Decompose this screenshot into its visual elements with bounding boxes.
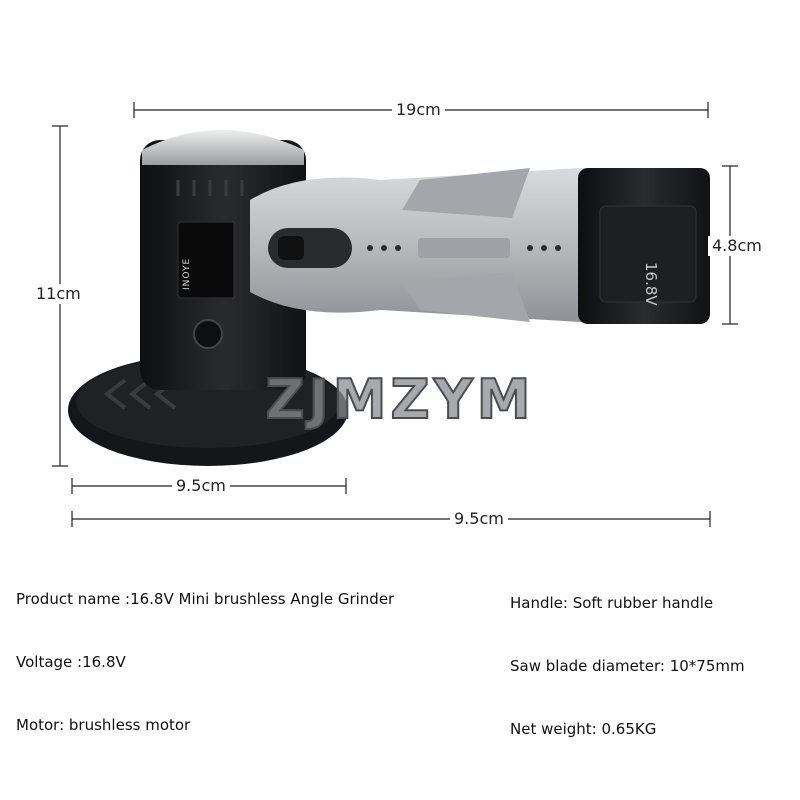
dimension-total-width: 9.5cm (450, 509, 508, 529)
spec-voltage: Voltage :16.8V (16, 653, 126, 671)
handle (250, 168, 600, 322)
dimension-top-width: 19cm (392, 100, 445, 120)
spec-motor: Motor: brushless motor (16, 716, 191, 734)
battery-voltage-label: 16.8V (642, 262, 660, 306)
spec-net-weight: Net weight: 0.65KG (510, 720, 657, 738)
spec-saw-blade: Saw blade diameter: 10*75mm (510, 657, 745, 675)
watermark-text: ZJMZYM (266, 368, 535, 431)
product-image (52, 102, 738, 527)
dimension-lines (52, 102, 738, 527)
spec-product-name: Product name :16.8V Mini brushless Angle… (16, 590, 395, 608)
dimension-base-width: 9.5cm (172, 476, 230, 496)
spec-handle: Handle: Soft rubber handle (510, 594, 714, 612)
dimension-height: 11cm (32, 284, 85, 304)
brand-label: INOYE (182, 257, 192, 290)
motor-housing (140, 130, 306, 390)
watermark-logo: ZJMZYM (265, 367, 535, 432)
battery (578, 168, 710, 324)
dimension-battery-height: 4.8cm (708, 236, 766, 256)
